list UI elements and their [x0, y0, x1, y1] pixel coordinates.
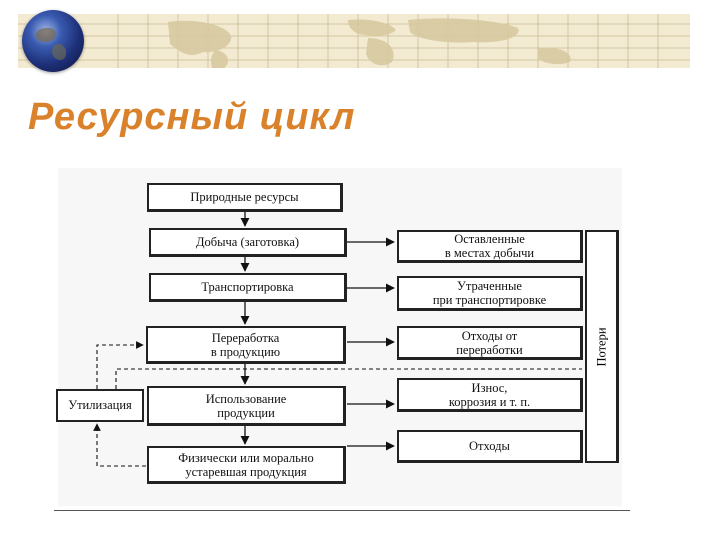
header-banner	[18, 14, 690, 68]
bottom-divider	[54, 510, 630, 511]
loss-waste: Отходы	[397, 430, 583, 463]
dashed-obsolete-to-utilization	[93, 423, 146, 467]
loss-wear-corrosion: Износ, коррозия и т. п.	[397, 378, 583, 412]
loss-transport: Утраченные при транспортировке	[397, 276, 583, 311]
box-obsolete-products: Физически или морально устаревшая продук…	[147, 446, 346, 484]
page-title: Ресурсный цикл	[28, 96, 356, 138]
loss-extraction-sites: Оставленные в местах добычи	[397, 230, 583, 263]
box-natural-resources: Природные ресурсы	[147, 183, 343, 212]
box-usage: Использование продукции	[147, 386, 346, 426]
box-utilization: Утилизация	[56, 389, 144, 422]
box-transportation: Транспортировка	[149, 273, 347, 302]
globe-logo	[22, 10, 84, 72]
box-losses: Потери	[585, 230, 619, 463]
world-map-decoration	[18, 14, 690, 68]
dashed-utilization-to-processing	[96, 341, 144, 389]
losses-label: Потери	[594, 326, 608, 367]
box-processing: Переработка в продукцию	[146, 326, 346, 364]
box-extraction: Добыча (заготовка)	[149, 228, 347, 257]
dashed-loop-top	[115, 368, 582, 389]
loss-processing-waste: Отходы от переработки	[397, 326, 583, 360]
